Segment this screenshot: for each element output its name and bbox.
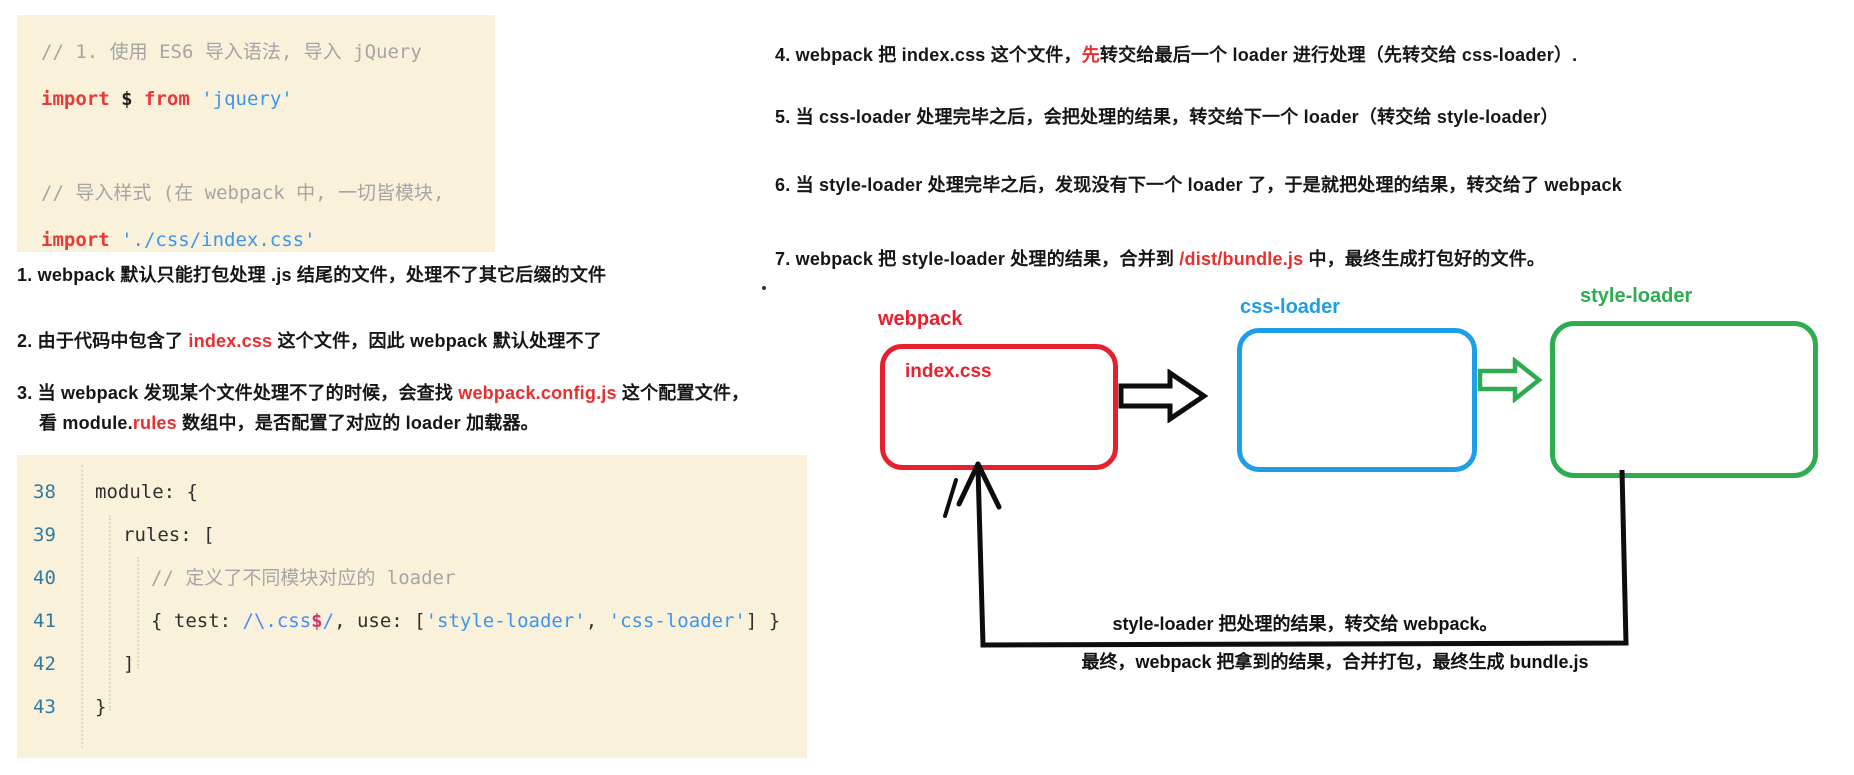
note-highlight: webpack.config.js <box>458 383 617 403</box>
top-code-block: // 1. 使用 ES6 导入语法, 导入 jQuery import $ fro… <box>17 15 495 252</box>
code-token: from <box>144 88 190 110</box>
note-text: 这个文件，因此 webpack 默认处理不了 <box>272 331 602 351</box>
note-highlight: 先 <box>1081 45 1100 65</box>
return-text-line1: style-loader 把处理的结果，转交给 webpack。 <box>1112 614 1498 634</box>
code-token: , <box>585 610 609 632</box>
note-text: 1. webpack 默认只能打包处理 .js 结尾的文件，处理不了其它后缀的文… <box>17 265 607 285</box>
note-3-line2: 看 module.rules 数组中，是否配置了对应的 loader 加载器。 <box>39 411 539 435</box>
code-line: 42] <box>17 643 807 686</box>
code-token: import <box>41 229 110 251</box>
line-number: 43 <box>33 696 56 718</box>
style-loader-box <box>1550 321 1818 478</box>
note-text: 3. 当 webpack 发现某个文件处理不了的时候，会查找 <box>17 383 459 403</box>
code-line: // 导入样式 (在 webpack 中, 一切皆模块, <box>17 170 495 217</box>
indent-guide <box>137 557 139 669</box>
note-1: 1. webpack 默认只能打包处理 .js 结尾的文件，处理不了其它后缀的文… <box>17 263 606 287</box>
code-line: 43} <box>17 686 807 729</box>
code-token: ] <box>123 653 135 675</box>
webpack-box: index.css <box>880 344 1118 470</box>
code-token: // 1. 使用 ES6 导入语法, 导入 jQuery <box>41 41 422 63</box>
css-loader-label: css-loader <box>1240 296 1341 318</box>
code-token: , use: [ <box>334 610 426 632</box>
code-line: import './css/index.css' <box>17 217 495 252</box>
code-token: /\.css <box>242 610 312 632</box>
code-line <box>17 123 495 170</box>
note-text: 5. 当 css-loader 处理完毕之后，会把处理的结果，转交给下一个 lo… <box>775 107 1559 127</box>
note-text: 2. 由于代码中包含了 <box>17 331 189 351</box>
note-highlight: rules <box>132 413 177 433</box>
note-6: 6. 当 style-loader 处理完毕之后，发现没有下一个 loader … <box>775 173 1622 197</box>
code-token: { test: <box>151 610 243 632</box>
code-line: 38 module: { <box>17 471 807 514</box>
code-token: $ <box>121 88 133 110</box>
top-code-lines: // 1. 使用 ES6 导入语法, 导入 jQuery import $ fro… <box>17 29 495 252</box>
code-token: } <box>95 696 107 718</box>
note-text: 看 module. <box>39 413 133 433</box>
code-token: / <box>322 610 335 632</box>
note-highlight: /dist/bundle.js <box>1179 249 1304 269</box>
note-text: 4. webpack 把 index.css 这个文件， <box>775 45 1082 65</box>
note-text: 6. 当 style-loader 处理完毕之后，发现没有下一个 loader … <box>775 175 1622 195</box>
note-4: 4. webpack 把 index.css 这个文件，先转交给最后一个 loa… <box>775 43 1577 67</box>
note-highlight: index.css <box>188 331 273 351</box>
note-text: 中，最终生成打包好的文件。 <box>1303 249 1546 269</box>
code-token: import <box>41 88 110 110</box>
bottom-code-lines: 38 module: { 39 rules: [ 40 // 定义了不同模块对应的 loa… <box>17 471 807 729</box>
line-number: 38 <box>33 481 56 503</box>
note-7: 7. webpack 把 style-loader 处理的结果，合并到 /dis… <box>775 247 1545 271</box>
code-token <box>110 88 121 110</box>
code-token: // 定义了不同模块对应的 loader <box>151 567 456 589</box>
index-css-label: index.css <box>905 361 992 382</box>
code-token: 'css-loader' <box>608 610 746 632</box>
code-token <box>110 229 121 251</box>
note-2: 2. 由于代码中包含了 index.css 这个文件，因此 webpack 默认… <box>17 329 602 353</box>
code-token: module: { <box>95 481 198 503</box>
style-loader-label: style-loader <box>1580 285 1693 307</box>
code-line: 39 rules: [ <box>17 514 807 557</box>
code-line: 40 // 定义了不同模块对应的 loader <box>17 557 807 600</box>
code-line: 41 { test: /\.css$/, use: ['style-loader'… <box>17 600 807 643</box>
line-number: 40 <box>33 567 56 589</box>
code-token <box>190 88 201 110</box>
code-token: './css/index.css' <box>121 229 316 251</box>
green-flow-arrow-icon <box>1477 357 1543 403</box>
stray-dot <box>762 286 766 290</box>
note-text: 7. webpack 把 style-loader 处理的结果，合并到 <box>775 249 1180 269</box>
note-3-line1: 3. 当 webpack 发现某个文件处理不了的时候，会查找 webpack.c… <box>17 381 749 405</box>
line-number: 42 <box>33 653 56 675</box>
code-token: ] } <box>745 610 781 632</box>
code-token: 'jquery' <box>201 88 293 110</box>
note-text: 这个配置文件， <box>616 383 750 403</box>
code-line: // 1. 使用 ES6 导入语法, 导入 jQuery <box>17 29 495 76</box>
css-loader-box <box>1237 328 1477 472</box>
indent-guide <box>109 515 111 711</box>
code-token: 'style-loader' <box>425 610 586 632</box>
code-token: // 导入样式 (在 webpack 中, 一切皆模块, <box>41 182 445 204</box>
note-text: 转交给最后一个 loader 进行处理（先转交给 css-loader）. <box>1099 45 1578 65</box>
return-text-line2: 最终，webpack 把拿到的结果，合并打包，最终生成 bundle.js <box>1081 652 1589 672</box>
note-text: 数组中，是否配置了对应的 loader 加载器。 <box>176 413 539 433</box>
code-token: rules: [ <box>123 524 215 546</box>
webpack-label: webpack <box>878 308 963 330</box>
code-token: $ <box>311 610 323 632</box>
indent-guide <box>81 465 83 748</box>
code-token <box>133 88 144 110</box>
code-line: import $ from 'jquery' <box>17 76 495 123</box>
note-5: 5. 当 css-loader 处理完毕之后，会把处理的结果，转交给下一个 lo… <box>775 105 1559 129</box>
line-number: 39 <box>33 524 56 546</box>
line-number: 41 <box>33 610 56 632</box>
black-flow-arrow-icon <box>1118 369 1208 423</box>
bottom-code-block: 38 module: { 39 rules: [ 40 // 定义了不同模块对应的 loa… <box>17 455 807 758</box>
